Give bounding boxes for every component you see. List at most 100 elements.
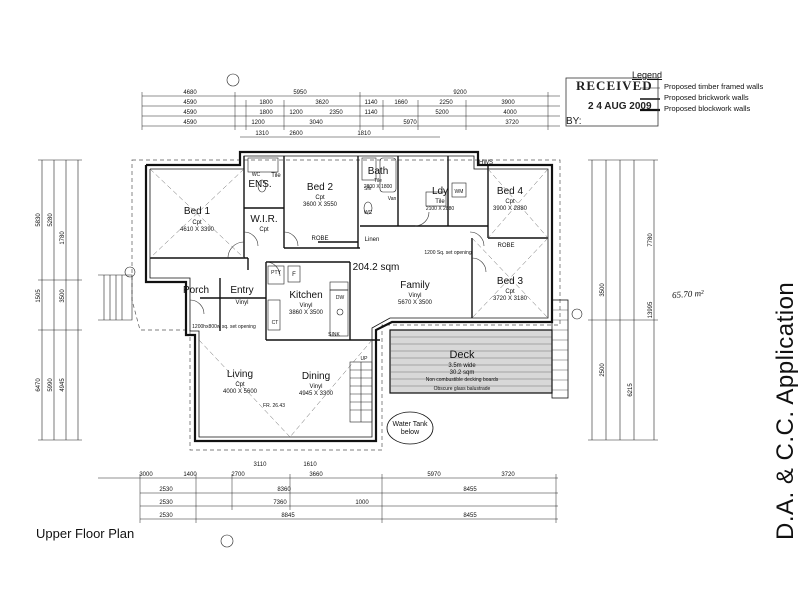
room-entry-name: Entry xyxy=(230,285,253,296)
room-deck-area: 30.2 sqm xyxy=(450,370,475,376)
dim-left-4: 1505 xyxy=(36,289,42,303)
dim-top-3-5: 1140 xyxy=(365,110,379,116)
water-tank-note: below xyxy=(401,429,420,436)
pantry-label: PTY xyxy=(271,270,281,276)
dim-top-4-2: 1200 xyxy=(251,120,265,126)
dim-bottom-4-2: 8845 xyxy=(281,513,295,519)
dishwasher-label: DW xyxy=(336,295,345,301)
dim-bottom-1-8: 3720 xyxy=(501,472,515,478)
hws-label: HWS xyxy=(479,160,493,166)
fridge-label: F xyxy=(292,272,296,278)
stamp-date: 2 4 AUG 2009 xyxy=(588,101,652,112)
dim-top-4-4: 5970 xyxy=(403,120,417,126)
stamp-by: BY: xyxy=(566,116,582,127)
application-title: D.A. & C.C. Application xyxy=(772,281,799,540)
dim-left-2: 5280 xyxy=(48,213,54,227)
room-deck-note1: Non combustible decking boards xyxy=(426,377,499,383)
room-family-floor: Vinyl xyxy=(409,293,422,299)
dim-top-2-1: 4590 xyxy=(183,100,197,106)
room-kitchen-name: Kitchen xyxy=(289,290,322,301)
dim-right-3: 6215 xyxy=(628,383,634,397)
washing-machine-label: WM xyxy=(455,189,464,195)
room-living-size: 4000 X 5600 xyxy=(223,389,258,395)
room-bed2-size: 3600 X 3550 xyxy=(303,202,338,208)
dim-top-3-2: 1800 xyxy=(259,110,273,116)
dim-top-4-5: 3720 xyxy=(505,120,519,126)
dim-bottom-1-5: 1610 xyxy=(303,462,317,468)
dim-bottom-1-7: 5970 xyxy=(427,472,441,478)
dim-left-5: 3500 xyxy=(60,289,66,303)
room-bed4-size: 3900 X 2880 xyxy=(493,206,528,212)
room-deck-size: 3.5m wide xyxy=(448,363,476,369)
set-opening-label: 1200 Sq. set opening xyxy=(424,250,471,256)
dim-right-5: 2500 xyxy=(600,363,606,377)
room-family-size: 5670 X 3500 xyxy=(398,300,433,306)
dim-bottom-3-1: 2530 xyxy=(159,500,173,506)
dim-left-3: 1780 xyxy=(60,231,66,245)
room-living-name: Living xyxy=(227,369,253,380)
dim-top-5-1: 1310 xyxy=(255,131,269,137)
room-wir-floor: Cpt xyxy=(259,227,269,233)
dim-top-2-6: 2250 xyxy=(439,100,453,106)
dim-left-7: 5990 xyxy=(48,378,54,392)
room-deck-note2: Obscure glass balustrade xyxy=(434,386,491,392)
dim-top-5-3: 1810 xyxy=(357,131,371,137)
wc-label-2: WC xyxy=(364,210,373,216)
dim-top-3-7: 4000 xyxy=(503,110,517,116)
stamp-title: RECEIVED xyxy=(576,78,653,93)
dim-left-1: 5830 xyxy=(36,213,42,227)
dim-bottom-3-3: 1000 xyxy=(355,500,369,506)
room-family-name: Family xyxy=(400,280,429,291)
room-bed4-name: Bed 4 xyxy=(497,186,524,197)
dim-top-2-5: 1660 xyxy=(394,100,408,106)
shower-label: Shr xyxy=(364,186,372,192)
sink-label: SINK xyxy=(328,332,340,338)
set-opening-label-2: 1200hx800w sq. set opening xyxy=(192,324,256,330)
legend: Legend Proposed timber framed walls Prop… xyxy=(622,70,763,114)
room-bed2-name: Bed 2 xyxy=(307,182,334,193)
dim-top-2-3: 3620 xyxy=(315,100,329,106)
dim-top-2-7: 3900 xyxy=(501,100,515,106)
room-ldy-floor: Tile xyxy=(435,199,445,205)
room-bed1-floor: Cpt xyxy=(192,220,202,226)
room-bed3-size: 3720 X 3180 xyxy=(493,296,528,302)
dim-bottom-1-6: 3660 xyxy=(309,472,323,478)
room-entry-floor: Vinyl xyxy=(236,300,249,306)
dim-top-1-1: 4680 xyxy=(183,90,197,96)
legend-item-block: Proposed blockwork walls xyxy=(664,103,763,114)
room-bed1-name: Bed 1 xyxy=(184,206,211,217)
room-bed3-floor: Cpt xyxy=(505,289,515,295)
dim-top-4-3: 3040 xyxy=(309,120,323,126)
dim-bottom-1-1: 3000 xyxy=(139,472,153,478)
robe-label-2: ROBE xyxy=(497,243,514,249)
room-ens-name: ENS. xyxy=(248,179,271,190)
dim-bottom-2-3: 8455 xyxy=(463,487,477,493)
sheet-title: Upper Floor Plan xyxy=(36,526,135,541)
room-ldy-size: 2100 X 2880 xyxy=(426,206,455,212)
legend-item-timber-label: Proposed timber framed walls xyxy=(664,82,764,91)
room-ldy-name: Ldy xyxy=(432,186,448,197)
stair-up-label: UP xyxy=(361,356,369,362)
dim-top-4-1: 4590 xyxy=(183,120,197,126)
dim-bottom-2-1: 2530 xyxy=(159,487,173,493)
dim-left-8: 4945 xyxy=(60,378,66,392)
dim-top-5-2: 2600 xyxy=(289,131,303,137)
dim-top-2-2: 1800 xyxy=(259,100,273,106)
dim-bottom-1-2: 1400 xyxy=(183,472,197,478)
legend-title: Legend xyxy=(632,70,663,80)
room-living-floor: Cpt xyxy=(235,382,245,388)
dim-right-4: 3500 xyxy=(600,283,606,297)
dim-bottom-4-3: 8455 xyxy=(463,513,477,519)
room-dining-name: Dining xyxy=(302,371,330,382)
room-ens-floor: Tile xyxy=(271,173,281,179)
dim-bottom-4-1: 2530 xyxy=(159,513,173,519)
dim-top-3-4: 2350 xyxy=(329,110,343,116)
robe-label-1: ROBE xyxy=(311,236,328,242)
dim-bottom-1-4: 3110 xyxy=(254,462,268,468)
dim-right-1: 7780 xyxy=(648,233,654,247)
fr-label: FR. 26.43 xyxy=(263,403,285,409)
room-dining-size: 4945 X 3300 xyxy=(299,391,334,397)
dim-bottom-2-2: 8360 xyxy=(277,487,291,493)
room-kitchen-floor: Vinyl xyxy=(300,303,313,309)
